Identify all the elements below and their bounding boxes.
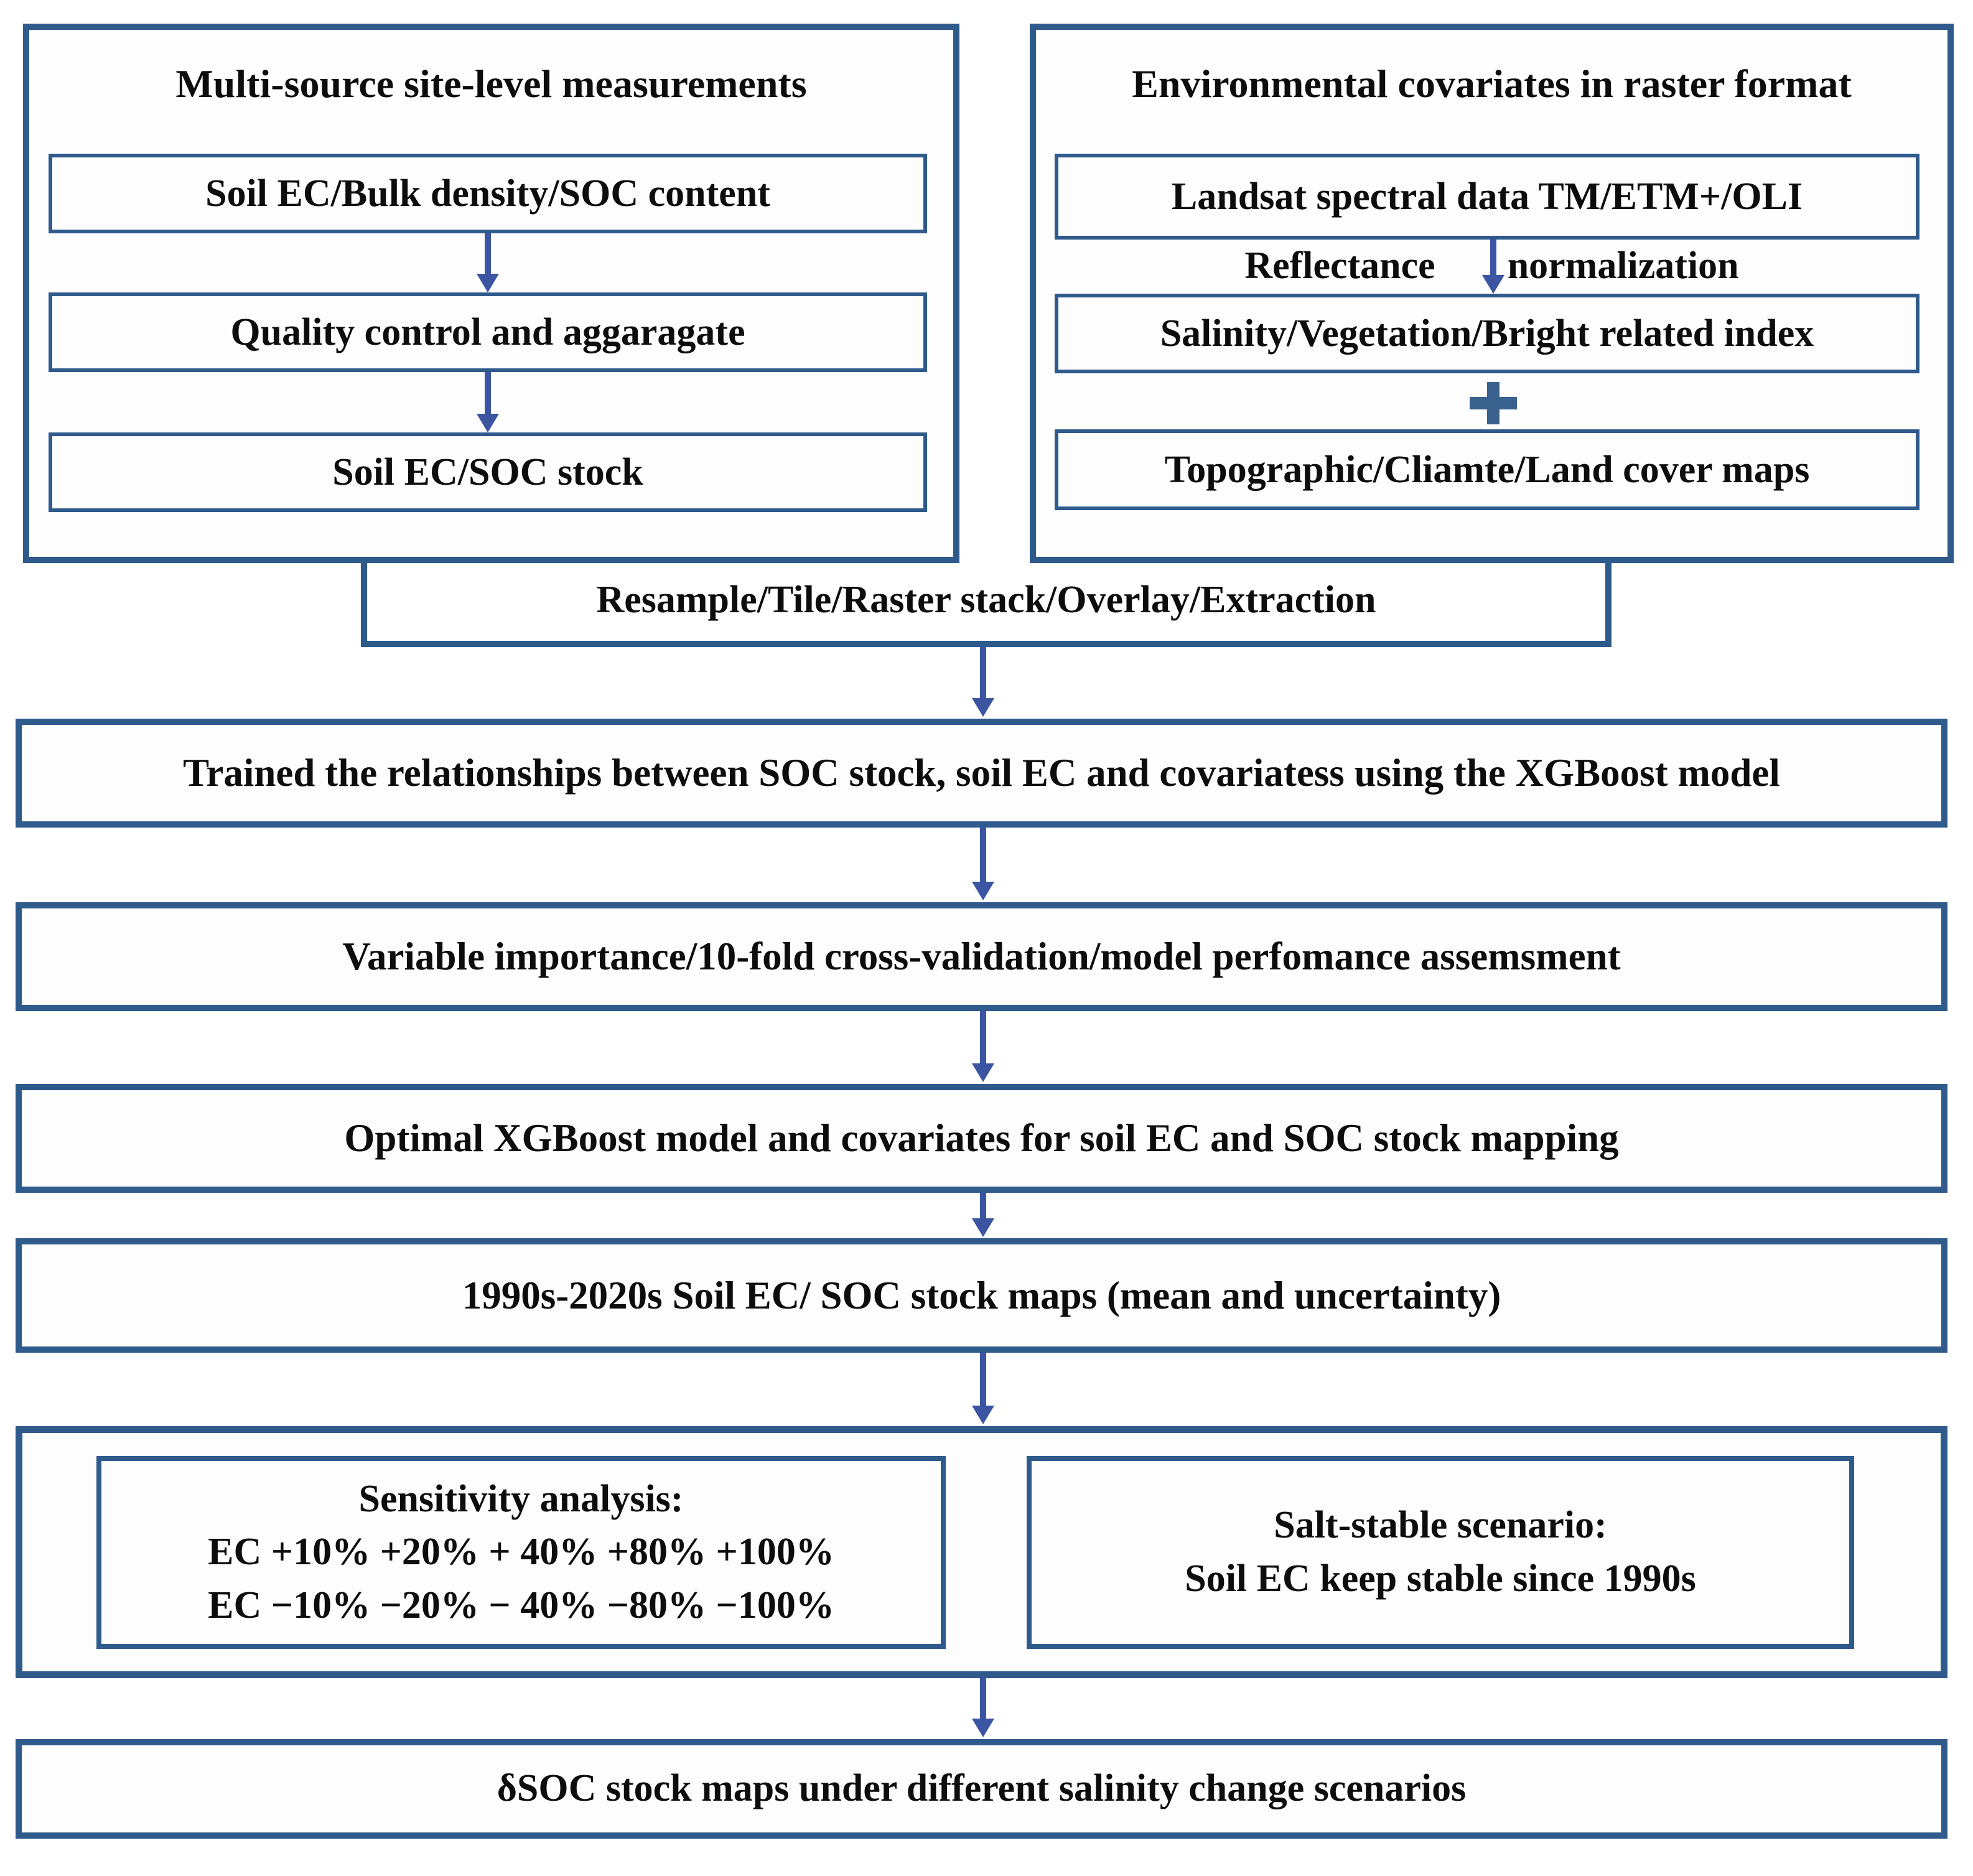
normalization-label: normalization	[1507, 245, 1739, 287]
salt-stable-title: Salt-stable scenario:	[1274, 1504, 1607, 1547]
merge-step-label: Resample/Tile/Raster stack/Overlay/Extra…	[596, 579, 1376, 621]
down-arrow-icon	[477, 233, 499, 292]
optimal-model-box: Optimal XGBoost model and covariates for…	[16, 1084, 1947, 1193]
arrow-head	[972, 1218, 994, 1237]
topographic-label: Topographic/Cliamte/Land cover maps	[1164, 448, 1810, 491]
quality-control-box: Quality control and aggaragate	[49, 292, 927, 372]
multi-source-panel-title: Multi-source site-level measurements	[175, 62, 807, 106]
arrow-shaft	[980, 1353, 986, 1406]
merge-connector-bottom	[361, 641, 1612, 647]
merge-connector-left	[361, 562, 367, 647]
down-arrow-icon	[972, 1678, 994, 1737]
arrow-shaft	[980, 647, 986, 698]
arrow-shaft	[980, 828, 986, 882]
down-arrow-icon	[972, 828, 994, 900]
reflectance-label: Reflectance	[1244, 245, 1435, 287]
sensitivity-title: Sensitivity analysis:	[358, 1477, 684, 1520]
down-arrow-icon	[972, 647, 994, 717]
stock-maps-box: 1990s-2020s Soil EC/ SOC stock maps (mea…	[16, 1238, 1947, 1353]
sensitivity-plus-line: EC +10% +20% + 40% +80% +100%	[208, 1531, 834, 1574]
arrow-head	[972, 1719, 994, 1737]
arrow-shaft	[485, 233, 491, 274]
arrow-shaft	[980, 1678, 986, 1719]
delta-soc-output-box: δSOC stock maps under different salinity…	[16, 1739, 1947, 1839]
arrow-head	[972, 1406, 994, 1424]
multi-source-panel: Multi-source site-level measurements Soi…	[23, 24, 959, 563]
reflectance-normalization-row: Reflectance normalization	[1036, 245, 1947, 287]
validation-box: Variable importance/10-fold cross-valida…	[16, 902, 1947, 1011]
plus-icon	[1470, 382, 1517, 424]
delta-soc-output-label: δSOC stock maps under different salinity…	[497, 1767, 1467, 1810]
merge-connector-right	[1605, 562, 1612, 647]
environmental-covariates-panel: Environmental covariates in raster forma…	[1030, 24, 1954, 563]
plus-horizontal-bar	[1470, 397, 1517, 409]
sensitivity-minus-line: EC −10% −20% − 40% −80% −100%	[208, 1584, 834, 1626]
quality-control-label: Quality control and aggaragate	[230, 310, 745, 353]
landsat-box: Landsat spectral data TM/ETM+/OLI	[1055, 154, 1919, 240]
soil-ec-soc-stock-label: Soil EC/SOC stock	[332, 450, 643, 493]
arrow-head	[477, 274, 499, 292]
environmental-covariates-title: Environmental covariates in raster forma…	[1132, 62, 1852, 106]
down-arrow-icon	[972, 1353, 994, 1424]
arrow-head	[972, 698, 994, 717]
soil-ec-soc-stock-box: Soil EC/SOC stock	[49, 432, 927, 512]
salt-stable-line: Soil EC keep stable since 1990s	[1185, 1557, 1696, 1600]
arrow-head	[477, 414, 499, 432]
arrow-head	[972, 882, 994, 900]
optimal-model-label: Optimal XGBoost model and covariates for…	[344, 1116, 1619, 1160]
down-arrow-icon	[972, 1011, 994, 1082]
landsat-label: Landsat spectral data TM/ETM+/OLI	[1171, 175, 1803, 218]
arrow-shaft	[980, 1193, 986, 1218]
salinity-index-label: Salinity/Vegetation/Bright related index	[1160, 312, 1814, 355]
sensitivity-analysis-box: Sensitivity analysis: EC +10% +20% + 40%…	[96, 1456, 946, 1649]
scenarios-container: Sensitivity analysis: EC +10% +20% + 40%…	[16, 1426, 1947, 1678]
arrow-shaft	[485, 372, 491, 414]
salt-stable-scenario-box: Salt-stable scenario: Soil EC keep stabl…	[1027, 1456, 1854, 1649]
validation-label: Variable importance/10-fold cross-valida…	[342, 935, 1621, 979]
arrow-head	[972, 1063, 994, 1082]
stock-maps-label: 1990s-2020s Soil EC/ SOC stock maps (mea…	[462, 1273, 1501, 1317]
down-arrow-icon	[972, 1193, 994, 1237]
down-arrow-icon	[477, 372, 499, 432]
xgboost-training-label: Trained the relationships between SOC st…	[183, 751, 1780, 795]
topographic-box: Topographic/Cliamte/Land cover maps	[1055, 429, 1919, 510]
arrow-shaft	[980, 1011, 986, 1063]
arrow-shaft	[1490, 240, 1496, 275]
salinity-index-box: Salinity/Vegetation/Bright related index	[1055, 294, 1919, 373]
arrow-head	[1482, 275, 1504, 294]
soil-ec-bulk-density-label: Soil EC/Bulk density/SOC content	[205, 172, 770, 215]
soil-ec-bulk-density-box: Soil EC/Bulk density/SOC content	[49, 154, 927, 233]
reflectance-down-arrow-icon	[1482, 240, 1504, 294]
xgboost-training-box: Trained the relationships between SOC st…	[16, 719, 1947, 828]
